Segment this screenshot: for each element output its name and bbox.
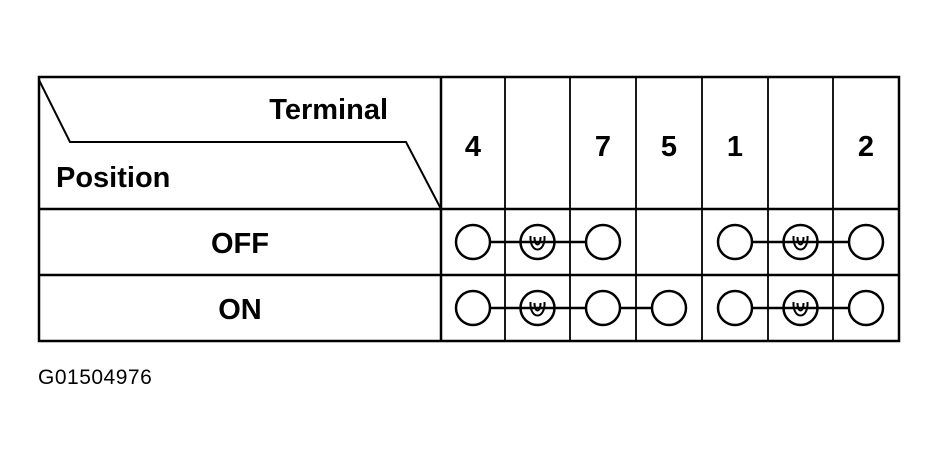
column-lines <box>504 77 834 341</box>
terminal-number: 5 <box>661 131 677 163</box>
terminal-circle <box>716 289 754 327</box>
terminal-number: 1 <box>727 131 743 163</box>
terminal-circle <box>454 289 492 327</box>
terminal-circle <box>454 223 492 261</box>
bulb-symbol <box>782 289 819 327</box>
figure-code: G01504976 <box>38 366 153 389</box>
position-label-off: OFF <box>211 228 269 260</box>
bulb-symbol <box>519 289 556 327</box>
terminal-circle <box>650 289 688 327</box>
terminal-number: 2 <box>858 131 874 163</box>
position-label-on: ON <box>218 294 262 326</box>
header-diagonal <box>38 79 442 210</box>
bulb-symbol <box>519 223 556 261</box>
terminal-circle <box>584 223 622 261</box>
terminals <box>454 223 885 327</box>
terminal-heading: Terminal <box>269 94 388 126</box>
terminal-number: 7 <box>595 131 611 163</box>
terminal-circle <box>716 223 754 261</box>
column-headers: 4 7 5 1 2 <box>465 131 874 163</box>
terminal-number: 4 <box>465 131 481 163</box>
terminal-circle <box>584 289 622 327</box>
terminal-circle <box>847 223 885 261</box>
terminal-circle <box>847 289 885 327</box>
row-labels: OFF ON <box>211 228 269 326</box>
position-heading: Position <box>56 162 170 194</box>
bulb-symbol <box>782 223 819 261</box>
